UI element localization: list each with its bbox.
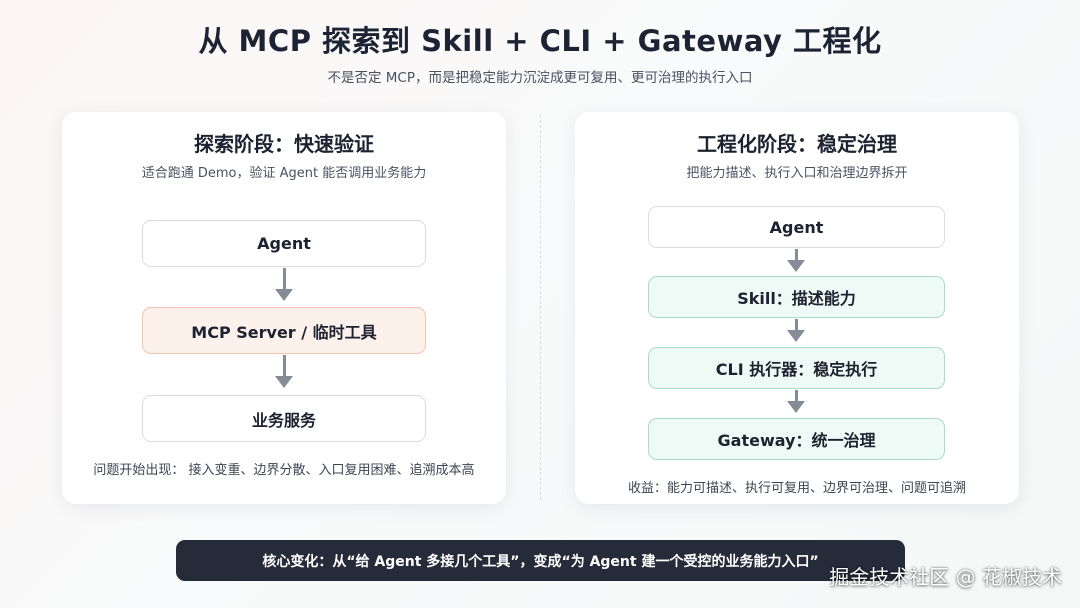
right-node-agent: Agent	[648, 206, 945, 248]
right-node-skill: Skill：描述能力	[648, 276, 945, 318]
left-node-business-service: 业务服务	[142, 395, 426, 442]
core-change-text: 核心变化：从“给 Agent 多接几个工具”，变成“为 Agent 建一个受控的…	[262, 553, 819, 570]
left-panel-note: 问题开始出现： 接入变重、边界分散、入口复用困难、追溯成本高	[93, 463, 475, 478]
exploration-panel: 探索阶段：快速验证 适合跑通 Demo，验证 Agent 能否调用业务能力 Ag…	[62, 112, 506, 504]
right-panel-note: 收益：能力可描述、执行可复用、边界可治理、问题可追溯	[627, 481, 966, 496]
left-node-mcp-server: MCP Server / 临时工具	[142, 307, 426, 354]
left-node-agent: Agent	[142, 220, 426, 267]
page-subtitle: 不是否定 MCP，而是把稳定能力沉淀成更可复用、更可治理的执行入口	[327, 70, 753, 86]
engineering-panel: 工程化阶段：稳定治理 把能力描述、执行入口和治理边界拆开 Agent Skill…	[575, 112, 1019, 504]
exploration-panel-subtitle: 适合跑通 Demo，验证 Agent 能否调用业务能力	[141, 166, 427, 181]
watermark: 掘金技术社区 @ 花椒技术	[829, 565, 1062, 589]
engineering-panel-title: 工程化阶段：稳定治理	[697, 132, 897, 156]
right-node-cli-executor: CLI 执行器：稳定执行	[648, 347, 945, 389]
core-change-banner: 核心变化：从“给 Agent 多接几个工具”，变成“为 Agent 建一个受控的…	[176, 540, 905, 581]
right-node-gateway: Gateway：统一治理	[648, 418, 945, 460]
engineering-panel-subtitle: 把能力描述、执行入口和治理边界拆开	[686, 166, 908, 181]
exploration-panel-title: 探索阶段：快速验证	[194, 132, 374, 156]
page-title: 从 MCP 探索到 Skill + CLI + Gateway 工程化	[198, 24, 882, 58]
panel-divider	[540, 115, 541, 500]
